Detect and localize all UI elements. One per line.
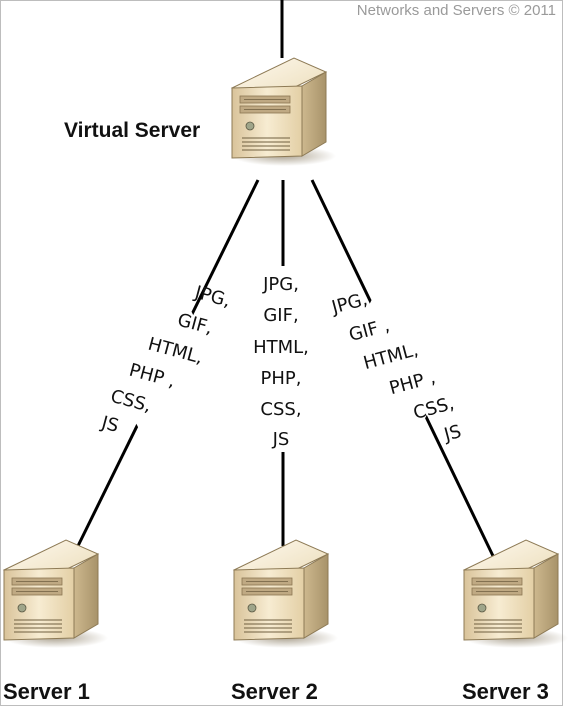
file-type-label: JPG,	[262, 274, 299, 295]
server-tower-icon	[233, 539, 339, 649]
file-type-label: JS	[272, 429, 290, 450]
file-type-label: JPG,	[192, 282, 233, 312]
file-type-label: JS	[441, 421, 464, 446]
server-tower-icon	[463, 539, 569, 649]
server-tower-icon	[231, 57, 337, 167]
file-type-label: JS	[98, 412, 121, 437]
server-2-label: Server 2	[231, 679, 318, 704]
virtual-server-label: Virtual Server	[64, 119, 200, 142]
file-type-label: PHP,	[261, 368, 302, 389]
file-type-label: HTML,	[253, 337, 309, 358]
credit-text: Networks and Servers © 2011	[357, 2, 556, 19]
server-3-label: Server 3	[462, 679, 549, 704]
server-tower-icon	[3, 539, 109, 649]
file-type-label: CSS,	[260, 399, 301, 420]
server-1-label: Server 1	[3, 679, 90, 704]
file-type-label: GIF,	[263, 305, 298, 326]
label-mask-2	[245, 266, 323, 452]
label-mask-1	[73, 255, 247, 466]
file-type-label: JPG,	[329, 289, 370, 319]
label-mask-3	[308, 259, 482, 473]
file-types-2: JPG, GIF, HTML, PHP, CSS, JS	[253, 274, 309, 450]
